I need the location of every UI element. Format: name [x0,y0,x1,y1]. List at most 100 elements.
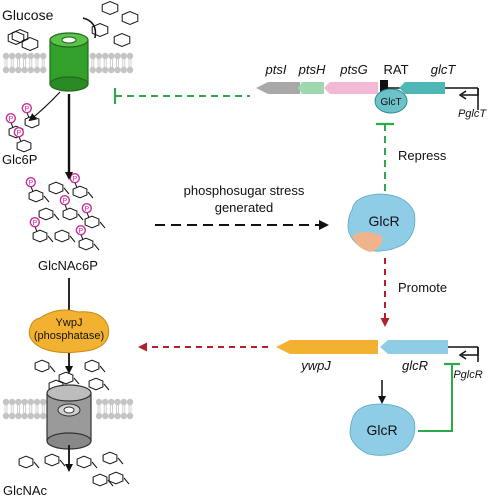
phosphate-group [5,112,17,124]
sugar-sidechain [99,221,106,229]
glct-protein-label: GlcT [380,97,401,108]
sugar-hexagon [101,0,119,16]
glucose-label: Glucose [2,7,54,23]
phosphate-label: P [8,116,13,123]
lipid-head [2,66,10,74]
sugar-hexagon [48,181,64,195]
lipid-head [108,52,115,60]
lipid-head [15,52,22,60]
sugar-hexagon [24,115,40,129]
sugar-sidechain [43,195,50,203]
pts-transporter [49,32,89,92]
repress-label: Repress [398,148,447,163]
lipid-head [21,412,28,420]
sugar-hexagon [38,207,54,221]
lipid-head [21,66,28,74]
sugar-hexagon [44,453,60,467]
sugar-hexagon [18,455,34,469]
lipid-head [102,412,109,420]
stress-label-line1: phosphosugar stress [184,183,305,198]
phosphate-group [75,224,87,236]
phosphate-group [29,216,40,228]
lipid-head [120,412,128,420]
sugar-hexagon [91,22,109,38]
gene-glct [399,82,445,94]
lipid-head [95,66,103,74]
transporter-to-glc6p-arrow [28,91,61,122]
lipid-head [33,52,41,60]
gene-glcr [380,340,448,354]
lipid-head [120,66,128,74]
lipid-head [120,52,128,60]
pts-operon [256,80,479,110]
sugar-sidechain [77,213,84,221]
gene-label-glct: glcT [431,62,457,77]
lipid-head [40,398,47,406]
sugar-hexagon [34,359,50,373]
sugar-hexagon [62,207,78,221]
sugar-sidechain [59,459,66,467]
lipid-head [126,412,134,420]
lipid-head [33,398,41,406]
glcr-protein-top-label: GlcR [368,213,399,229]
lipid-head [33,66,41,74]
lipid-head [108,398,115,406]
sugar-hexagon [72,185,88,199]
sugar-hexagon [58,371,74,385]
glct-protein [374,88,408,114]
sugar-sidechain [87,191,94,199]
phosphate-label: P [78,228,83,235]
sugar-hexagon [76,455,92,469]
sugar-hexagon [121,10,139,26]
phosphate-label: P [28,180,33,187]
phosphate-label: P [24,106,29,113]
lipid-head [120,398,128,406]
glc6p-label: Glc6P [2,152,37,167]
glc6p-molecules: PPP [5,102,40,153]
lipid-head [114,66,121,74]
glcnac6p-label: GlcNAc6P [38,258,98,273]
phosphate-group [13,126,24,138]
lipid-head [15,398,22,406]
sugar-sidechain [69,235,76,243]
lipid-head [2,52,10,60]
lipid-head [15,66,22,74]
sugar-hexagon [11,28,29,44]
sugar-hexagon [21,36,39,52]
sugar-hexagon [28,189,44,203]
phosphate-label: P [62,198,67,205]
phosphate-group [59,194,71,206]
glcr-patch [352,232,383,252]
lipid-head [40,52,47,60]
membrane-top [2,52,134,74]
lipid-head [9,398,16,406]
gene-label-ptsi: ptsI [265,62,287,77]
lipid-head [95,412,103,420]
lipid-head [108,412,115,420]
lipid-head [9,52,16,60]
lipid-head [108,66,115,74]
sugar-sidechain [123,477,130,485]
lipid-head [40,412,47,420]
lipid-head [21,52,28,60]
sugar-sidechain [47,235,54,243]
lipid-head [40,66,47,74]
sugar-sidechain [93,243,100,251]
rat-element [380,80,388,96]
lipid-head [9,66,16,74]
sugar-sidechain [53,213,60,221]
glucose-molecules [7,0,139,52]
sugar-sidechain [63,187,70,195]
gene-label-ptsg: ptsG [339,62,367,77]
gene-label-ywpj: ywpJ [300,358,331,373]
phosphate-label: P [32,220,37,227]
lipid-head [102,398,109,406]
phosphate-label: P [72,176,77,183]
gene-label-ptsh: ptsH [298,62,326,77]
promoter-glcr-arrow [462,347,479,356]
phosphate-label: P [84,206,89,213]
lipid-head [2,412,10,420]
promote-label: Promote [398,280,447,295]
